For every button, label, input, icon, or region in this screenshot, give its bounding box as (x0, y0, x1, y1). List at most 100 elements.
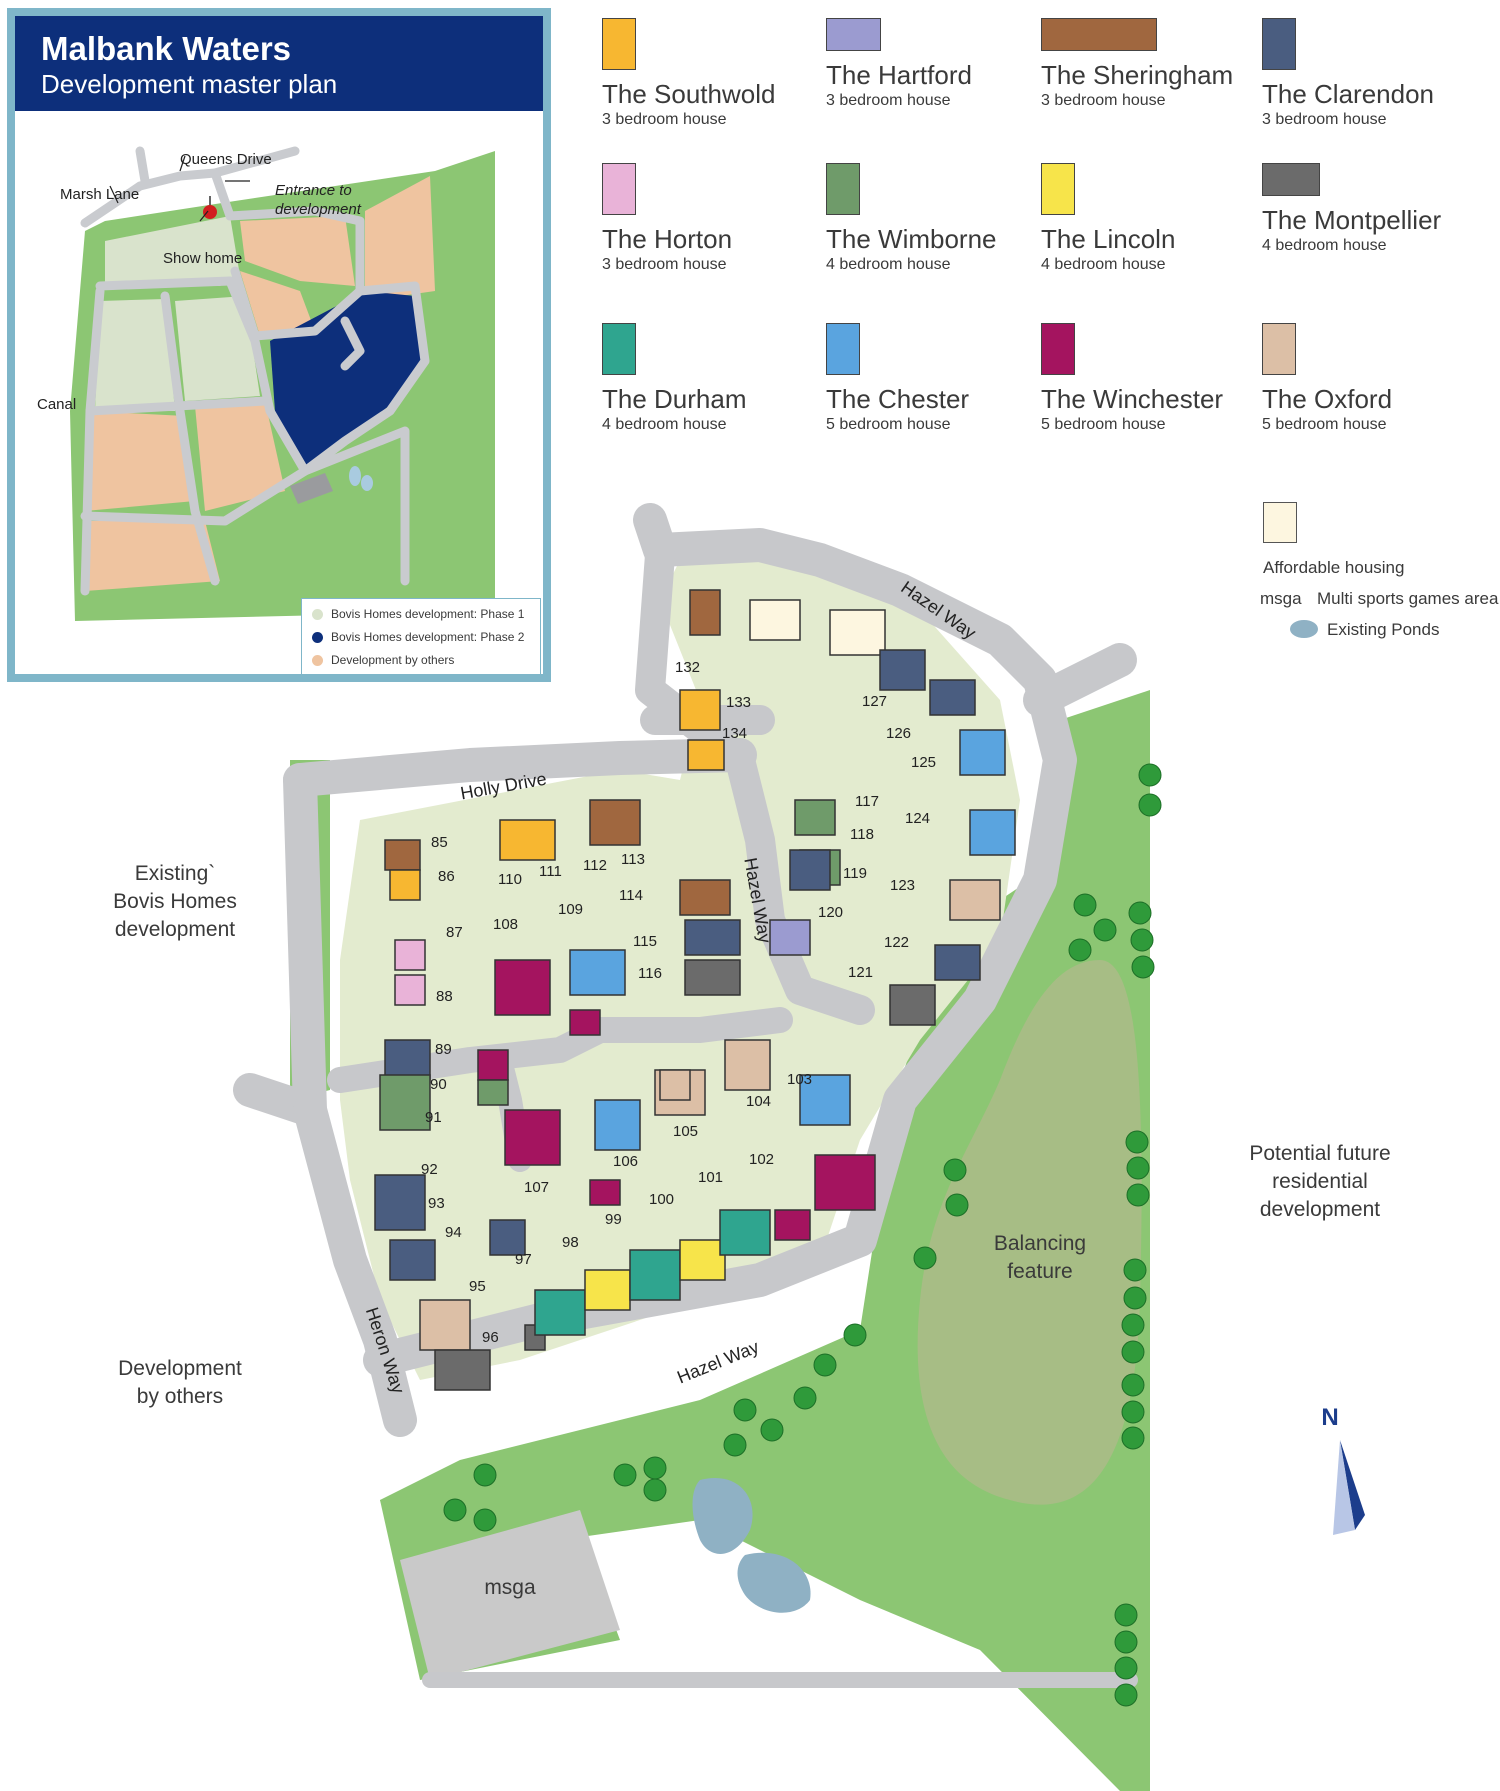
house-footprint (389, 869, 421, 901)
plot-number: 88 (436, 988, 453, 1005)
plot-number: 125 (911, 754, 937, 771)
tree-icon (1138, 763, 1162, 787)
house-footprint (589, 1179, 621, 1206)
plot-number: 120 (818, 904, 844, 921)
plot-number: 86 (438, 868, 455, 885)
plot-number: 107 (524, 1179, 550, 1196)
plot-number: 101 (698, 1169, 724, 1186)
area-others-line2: by others (136, 1385, 224, 1408)
legend-house-name: The Chester (826, 384, 970, 414)
road-label-hazel-way-bottom: Hazel Way (674, 1336, 762, 1388)
plot-number: 90 (430, 1076, 447, 1093)
house-footprint (934, 944, 981, 981)
legend-house-name: The Montpellier (1262, 205, 1442, 235)
house-footprint (489, 1219, 526, 1256)
inset-others-d (85, 411, 195, 511)
inset-label-entrance-1: Entrance to (275, 182, 352, 199)
house-swatch-icon (1262, 18, 1296, 70)
house-footprint (389, 1239, 436, 1281)
legend-house-desc: 4 bedroom house (1262, 237, 1387, 254)
inset-others-b (365, 176, 435, 301)
house-footprint (629, 1249, 681, 1301)
house-footprint (879, 649, 926, 691)
north-arrow-icon (1340, 1440, 1365, 1530)
road-label-heron-way: Heron Way (361, 1304, 409, 1396)
pond-icon (1290, 620, 1318, 638)
road-label-hazel-way-top: Hazel Way (897, 577, 980, 644)
tree-icon (443, 1498, 467, 1522)
inset-arrow-show (199, 210, 209, 222)
area-label-future: Potential future residential development (1230, 1140, 1410, 1224)
inset-arrow-marsh (109, 185, 119, 204)
inset-key-row-phase1: Bovis Homes development: Phase 1 (312, 605, 524, 623)
plot-number: 118 (850, 826, 874, 843)
plot-number: 119 (843, 865, 867, 882)
plot-number: 111 (539, 863, 562, 880)
plot-number: 110 (498, 871, 522, 888)
inset-carpark (290, 473, 333, 504)
plot-number: 109 (558, 901, 584, 918)
inset-pond-1 (349, 466, 361, 486)
house-footprint (394, 974, 426, 1006)
tree-icon (943, 1158, 967, 1182)
house-footprint (719, 1209, 771, 1256)
plot-number: 94 (445, 1224, 462, 1241)
legend-house-desc: 5 bedroom house (1041, 416, 1166, 433)
tree-icon (643, 1478, 667, 1502)
tree-icon (1126, 1156, 1150, 1180)
plot-number: 95 (469, 1278, 486, 1295)
plot-number: 124 (905, 810, 931, 827)
house-footprint (569, 1009, 601, 1036)
tree-icon (1138, 793, 1162, 817)
area-balancing-line1: Balancing (993, 1232, 1087, 1255)
inset-phase1-b (95, 299, 175, 411)
tree-icon (1114, 1683, 1138, 1707)
tree-icon (613, 1463, 637, 1487)
inset-label-queens-drive: Queens Drive (180, 151, 272, 168)
legend-house-name: The Southwold (602, 79, 776, 109)
house-footprint (814, 1154, 876, 1211)
house-swatch-icon (826, 323, 860, 375)
house-footprint (654, 1069, 706, 1116)
road-label-hazel-way-mid: Hazel Way (740, 856, 776, 945)
tree-icon (733, 1398, 757, 1422)
plot-number: 92 (421, 1161, 438, 1178)
legend-house-desc: 3 bedroom house (1262, 111, 1387, 128)
msga-abbr-label: msga (1260, 589, 1302, 608)
legend-house-desc: 4 bedroom house (602, 416, 727, 433)
tree-icon (1123, 1286, 1147, 1310)
plot-number: 85 (431, 834, 448, 851)
msga-full-label: Multi sports games area (1317, 589, 1499, 608)
inset-header: Malbank Waters Development master plan (15, 16, 543, 111)
plot-number: 104 (746, 1093, 772, 1110)
tree-icon (1121, 1313, 1145, 1337)
tree-icon (1114, 1656, 1138, 1680)
legend-house-desc: 3 bedroom house (602, 256, 727, 273)
tree-icon (1126, 1183, 1150, 1207)
house-swatch-icon (826, 163, 860, 215)
inset-key-row-others: Development by others (312, 651, 454, 669)
plot-number: 87 (446, 924, 463, 941)
house-footprint (394, 939, 426, 971)
area-future-line3: development (1259, 1198, 1381, 1221)
existing-ponds-label: Existing Ponds (1327, 620, 1440, 639)
area-label-balancing: Balancing feature (970, 1230, 1110, 1286)
plot-number: 121 (848, 964, 874, 981)
inset-key-row-phase2: Bovis Homes development: Phase 2 (312, 628, 524, 646)
tree-icon (1073, 893, 1097, 917)
house-swatch-icon (602, 323, 636, 375)
tree-icon (1121, 1340, 1145, 1364)
inset-label-marsh-lane: Marsh Lane (60, 186, 140, 203)
inset-key-label: Bovis Homes development: Phase 2 (331, 630, 525, 644)
house-swatch-icon (1262, 323, 1296, 375)
house-footprint (889, 984, 936, 1026)
house-footprint (794, 799, 836, 836)
house-footprint (949, 879, 1001, 921)
tree-icon (1068, 938, 1092, 962)
house-swatch-icon (1262, 163, 1320, 196)
plot-number: 126 (886, 725, 912, 742)
legend-house-desc: 4 bedroom house (1041, 256, 1166, 273)
tree-icon (1093, 918, 1117, 942)
legend-house-desc: 4 bedroom house (826, 256, 951, 273)
north-arrow-shadow-icon (1333, 1440, 1355, 1535)
